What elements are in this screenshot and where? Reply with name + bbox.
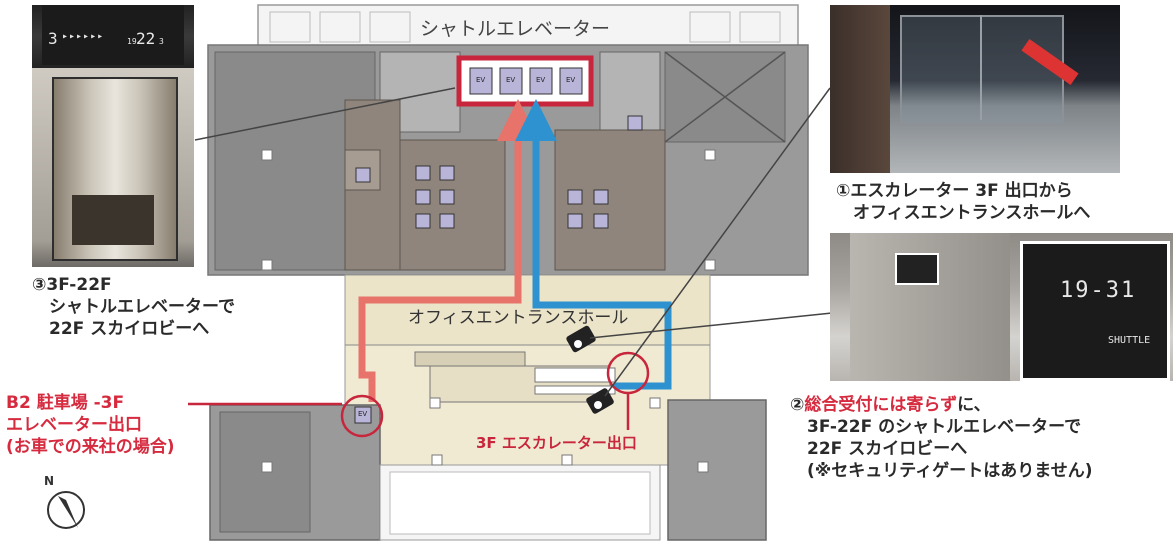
ev-label-parking: EV bbox=[358, 410, 368, 418]
caption-parking: B2 駐車場 -3F エレベーター出口 (お車での来社の場合) bbox=[6, 393, 175, 457]
caption-step2: ②総合受付には寄らずに、 3F-22F のシャトルエレベーターで 22F スカイ… bbox=[790, 395, 1093, 481]
escalator-exit-label: 3F エスカレーター出口 bbox=[476, 434, 637, 452]
shuttle-elevator-label: シャトルエレベーター bbox=[420, 18, 611, 40]
lobby-sign-photo: 19-31 SHUTTLE bbox=[830, 233, 1173, 381]
ev-label-2: EV bbox=[506, 76, 516, 84]
office-route-line bbox=[515, 99, 672, 390]
caption-step1: ①エスカレーター 3F 出口から オフィスエントランスホールへ bbox=[836, 181, 1091, 223]
elevator-sign-to: 22 bbox=[136, 29, 156, 48]
ev-label-3: EV bbox=[536, 76, 546, 84]
shuttle-route-line bbox=[358, 99, 539, 402]
caption-step3: ③3F-22F シャトルエレベーターで 22F スカイロビーへ bbox=[32, 275, 235, 339]
elevator-sign-from-small: 19 bbox=[127, 37, 137, 46]
lobby-sign-number: 19-31 bbox=[1060, 278, 1137, 303]
parking-elevator-circle bbox=[340, 394, 384, 438]
office-hall-label: オフィスエントランスホール bbox=[408, 308, 629, 328]
compass-north-label: N bbox=[44, 474, 55, 488]
ev-label-4: EV bbox=[566, 76, 576, 84]
lower-right-block bbox=[667, 399, 767, 541]
elevator-photo: 3 ▸▸▸▸▸▸ 19 22 3 bbox=[32, 5, 194, 267]
escalator-exit-photo bbox=[830, 5, 1120, 173]
elevator-sign-from: 3 bbox=[48, 29, 58, 48]
elevator-sign-arrows: ▸▸▸▸▸▸ bbox=[62, 31, 105, 42]
ev-label-1: EV bbox=[476, 76, 486, 84]
caption-step2-highlight: 総合受付には寄らず bbox=[804, 395, 958, 415]
lobby-sign-sub: SHUTTLE bbox=[1108, 335, 1151, 346]
compass-icon bbox=[47, 491, 85, 529]
elevator-sign-to-small: 3 bbox=[159, 37, 164, 46]
camera-icon-1 bbox=[566, 325, 596, 353]
